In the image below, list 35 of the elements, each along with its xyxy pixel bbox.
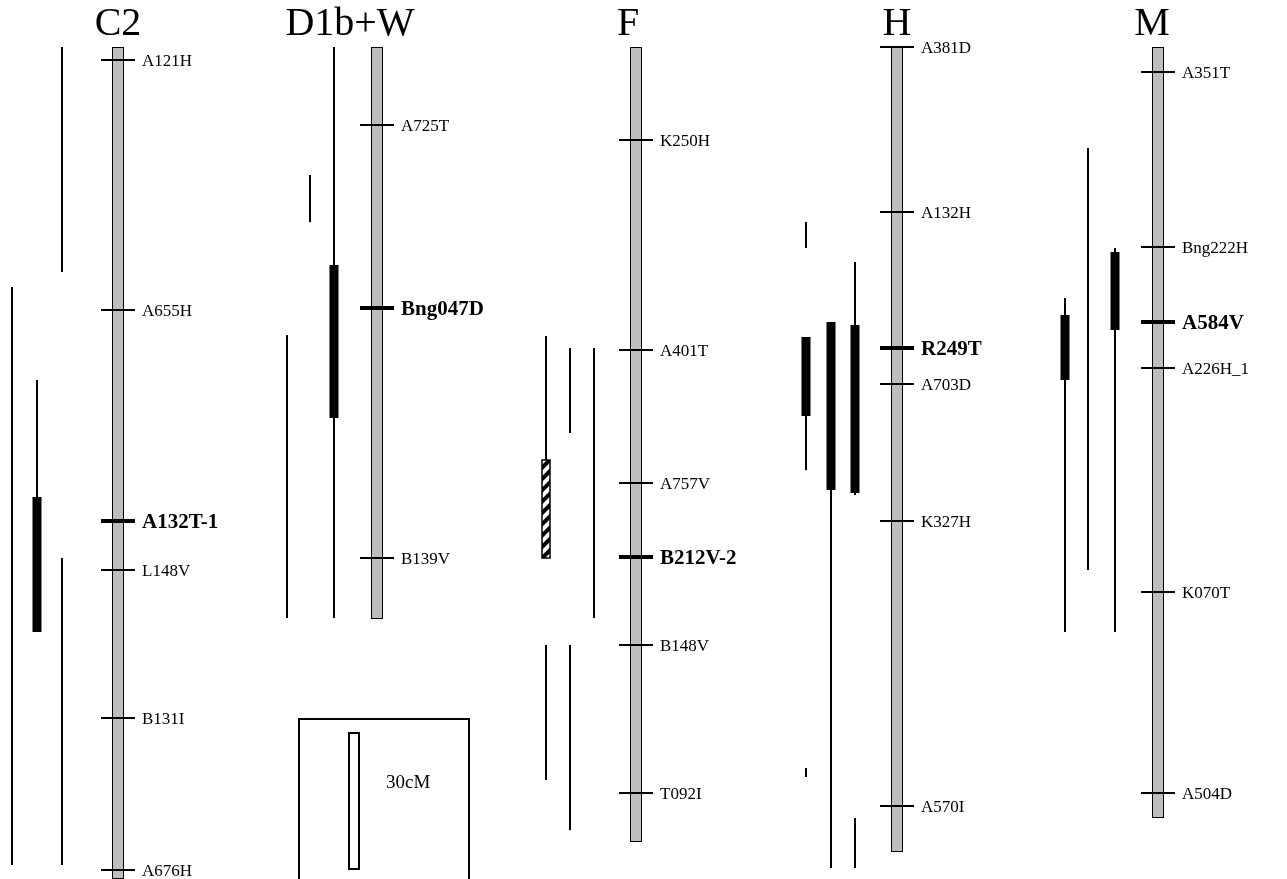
marker-label: A703D xyxy=(921,375,972,393)
chromosome-title: F xyxy=(616,2,640,42)
scale-label: 30cM xyxy=(386,772,431,791)
marker-label: A121H xyxy=(142,51,193,69)
scale-box xyxy=(298,718,470,879)
marker-label: A132T-1 xyxy=(142,510,219,532)
marker-label: B148V xyxy=(660,636,710,654)
marker-label: R249T xyxy=(921,337,982,359)
chromosome-title: C2 xyxy=(94,2,142,42)
marker-label: B212V-2 xyxy=(660,546,737,568)
marker-label: K327H xyxy=(921,512,972,530)
marker-label: A504D xyxy=(1182,784,1233,802)
marker-label: L148V xyxy=(142,561,191,579)
chromosome-title: D1b+W xyxy=(285,2,415,42)
marker-label: K250H xyxy=(660,131,711,149)
marker-label: A226H_1 xyxy=(1182,359,1250,377)
marker-label: A655H xyxy=(142,301,193,319)
marker-label: A725T xyxy=(401,116,450,134)
marker-label: A757V xyxy=(660,474,711,492)
marker-label: A584V xyxy=(1182,311,1244,333)
marker-label: A351T xyxy=(1182,63,1231,81)
marker-label: A132H xyxy=(921,203,972,221)
chromosome-title: H xyxy=(882,2,912,42)
marker-label: A676H xyxy=(142,861,193,879)
marker-label: B131I xyxy=(142,709,185,727)
marker-label: A381D xyxy=(921,38,972,56)
marker-label: A570I xyxy=(921,797,965,815)
marker-label: Bng222H xyxy=(1182,238,1249,256)
marker-label: K070T xyxy=(1182,583,1231,601)
marker-label: B139V xyxy=(401,549,451,567)
chromosome-title: M xyxy=(1134,2,1170,42)
marker-label: A401T xyxy=(660,341,709,359)
scale-bar xyxy=(348,732,360,870)
marker-label: T092I xyxy=(660,784,702,802)
marker-label: Bng047D xyxy=(401,297,484,319)
